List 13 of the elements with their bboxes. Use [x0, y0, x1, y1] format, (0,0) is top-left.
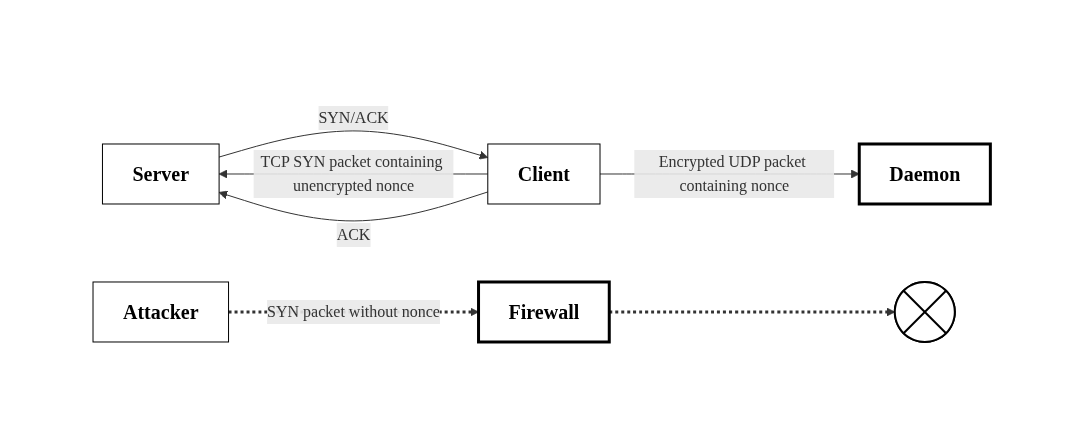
node-box: Daemon — [858, 142, 993, 205]
edge-label: SYN/ACK — [318, 108, 389, 126]
edge-label: ACK — [336, 225, 371, 243]
arrow — [219, 190, 489, 221]
arrow — [218, 129, 489, 159]
edge-label: Encrypted UDP packet containing nonce — [659, 152, 807, 194]
node-box: Firewall — [477, 280, 612, 343]
node-box: Attacker — [92, 281, 230, 342]
node-box: Server — [102, 143, 220, 204]
edge-label: SYN packet without nonce — [267, 302, 441, 320]
node-box: Client — [487, 143, 601, 204]
arrow — [609, 307, 896, 316]
edge-label: TCP SYN packet containing unencrypted nonce — [260, 152, 443, 194]
